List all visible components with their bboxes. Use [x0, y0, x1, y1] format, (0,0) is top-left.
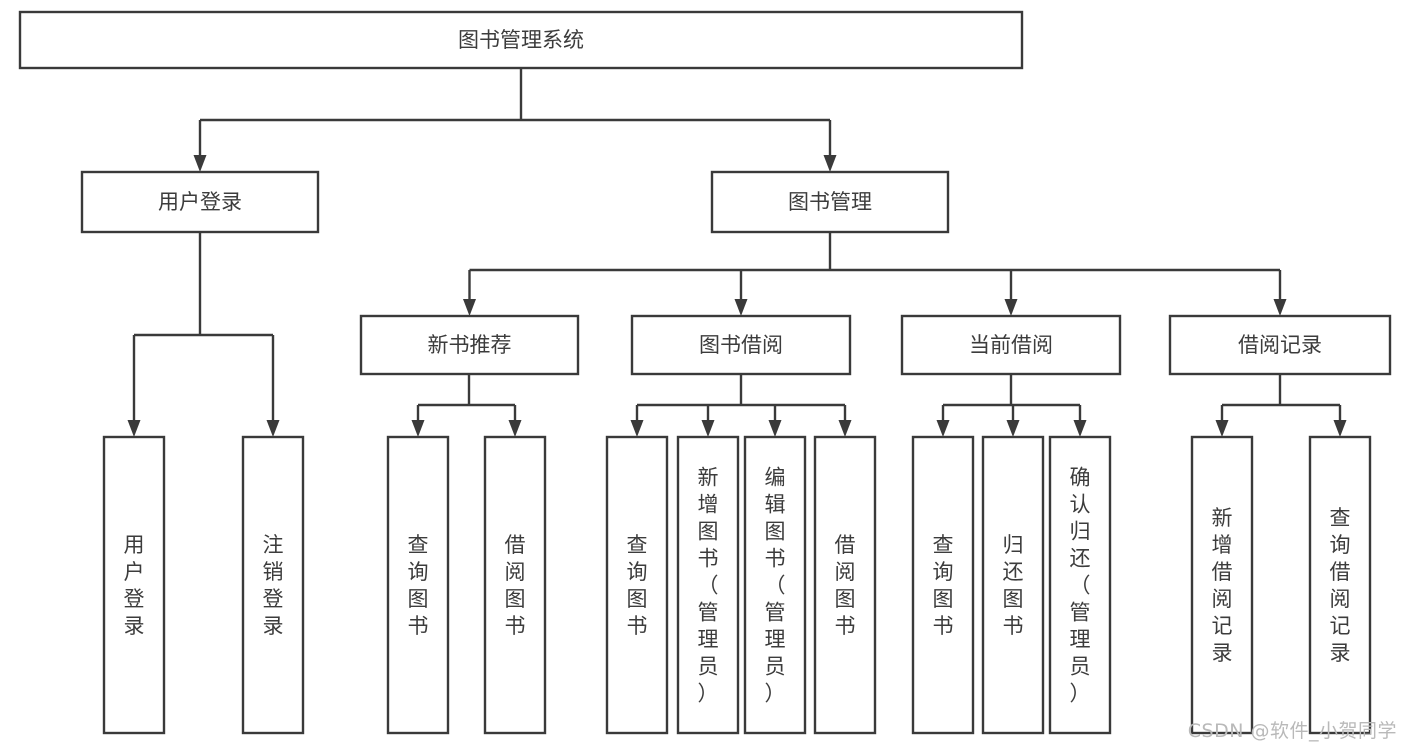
node-box[interactable]: [710, 170, 950, 234]
node-current-borrow[interactable]: 当前借阅: [900, 314, 1122, 376]
node-label: 查询图书: [408, 533, 429, 638]
node-leaf-recommend-query[interactable]: 查询图书: [386, 435, 450, 735]
connector-group: [411, 374, 522, 437]
node-leaf-borrow-do[interactable]: 借阅图书: [813, 435, 877, 735]
node-user-login[interactable]: 用户登录: [80, 170, 320, 234]
node-box[interactable]: [813, 435, 877, 735]
node-label: 查询图书: [627, 533, 648, 638]
node-box[interactable]: [981, 435, 1045, 735]
arrow-head-icon: [193, 155, 207, 172]
csdn-watermark: CSDN @软件_小贺同学: [1187, 720, 1397, 742]
node-leaf-current-return[interactable]: 归还图书: [981, 435, 1045, 735]
node-leaf-borrow-add[interactable]: 新增图书（管理员）: [676, 435, 740, 735]
node-leaf-current-query[interactable]: 查询图书: [911, 435, 975, 735]
node-box[interactable]: [911, 435, 975, 735]
arrow-head-icon: [768, 420, 782, 437]
node-box[interactable]: [483, 435, 547, 735]
node-label: 查询图书: [933, 533, 954, 638]
node-leaf-record-add[interactable]: 新增借阅记录: [1190, 435, 1254, 735]
node-leaf-record-query[interactable]: 查询借阅记录: [1308, 435, 1372, 735]
node-leaf-recommend-borrow[interactable]: 借阅图书: [483, 435, 547, 735]
node-new-book-recommend[interactable]: 新书推荐: [359, 314, 580, 376]
node-label: 当前借阅: [969, 333, 1053, 357]
node-label: 图书借阅: [699, 333, 783, 357]
connector-group: [630, 374, 852, 437]
node-label: 查询借阅记录: [1330, 506, 1351, 665]
arrow-head-icon: [1073, 420, 1087, 437]
node-label: 用户登录: [124, 533, 145, 638]
node-box[interactable]: [102, 435, 166, 735]
node-label: 归还图书: [1003, 533, 1024, 638]
node-label: 用户登录: [158, 190, 242, 214]
connector-group: [463, 232, 1287, 316]
arrow-head-icon: [463, 299, 476, 316]
arrow-head-icon: [838, 420, 852, 437]
arrow-head-icon: [701, 420, 715, 437]
node-label: 编辑图书（管理员）: [765, 466, 786, 706]
arrow-head-icon: [411, 420, 425, 437]
node-layer: 图书管理系统用户登录图书管理新书推荐图书借阅当前借阅借阅记录用户登录注销登录查询…: [18, 10, 1392, 735]
arrow-head-icon: [1006, 420, 1020, 437]
node-box[interactable]: [605, 435, 669, 735]
node-box[interactable]: [1308, 435, 1372, 735]
node-box[interactable]: [676, 435, 740, 735]
arrow-head-icon: [508, 420, 522, 437]
node-box[interactable]: [1048, 435, 1112, 735]
node-root[interactable]: 图书管理系统: [18, 10, 1024, 70]
node-borrow-record[interactable]: 借阅记录: [1168, 314, 1392, 376]
connector-group: [936, 374, 1087, 437]
node-label: 借阅图书: [835, 533, 856, 638]
node-leaf-borrow-edit[interactable]: 编辑图书（管理员）: [743, 435, 807, 735]
node-leaf-user-logout[interactable]: 注销登录: [241, 435, 305, 735]
arrow-head-icon: [630, 420, 644, 437]
arrow-head-icon: [1333, 420, 1347, 437]
arrow-head-icon: [823, 155, 837, 172]
connector-group: [193, 68, 837, 172]
arrow-head-icon: [734, 299, 748, 316]
node-box[interactable]: [900, 314, 1122, 376]
node-leaf-current-confirm[interactable]: 确认归还（管理员）: [1048, 435, 1112, 735]
node-box[interactable]: [1168, 314, 1392, 376]
node-box[interactable]: [18, 10, 1024, 70]
connector-group: [1215, 374, 1347, 437]
node-label: 图书管理系统: [458, 28, 584, 52]
node-book-manage[interactable]: 图书管理: [710, 170, 950, 234]
node-box[interactable]: [359, 314, 580, 376]
node-book-borrow[interactable]: 图书借阅: [630, 314, 852, 376]
node-label: 新书推荐: [428, 333, 512, 357]
node-box[interactable]: [1190, 435, 1254, 735]
node-leaf-user-login[interactable]: 用户登录: [102, 435, 166, 735]
node-leaf-borrow-query[interactable]: 查询图书: [605, 435, 669, 735]
node-box[interactable]: [630, 314, 852, 376]
node-box[interactable]: [743, 435, 807, 735]
connector-layer: [127, 68, 1347, 437]
node-box[interactable]: [386, 435, 450, 735]
connector-group: [127, 232, 280, 437]
node-label: 新增图书（管理员）: [698, 466, 719, 706]
arrow-head-icon: [127, 420, 141, 437]
node-label: 新增借阅记录: [1212, 506, 1233, 665]
node-label: 确认归还（管理员）: [1070, 466, 1091, 706]
arrow-head-icon: [1004, 299, 1018, 316]
node-box[interactable]: [80, 170, 320, 234]
arrow-head-icon: [1215, 420, 1229, 437]
arrow-head-icon: [266, 420, 280, 437]
node-label: 注销登录: [263, 533, 284, 638]
arrow-head-icon: [936, 420, 950, 437]
node-label: 图书管理: [788, 190, 872, 214]
node-label: 借阅记录: [1238, 333, 1322, 357]
node-label: 借阅图书: [505, 533, 526, 638]
arrow-head-icon: [1273, 299, 1287, 316]
node-box[interactable]: [241, 435, 305, 735]
